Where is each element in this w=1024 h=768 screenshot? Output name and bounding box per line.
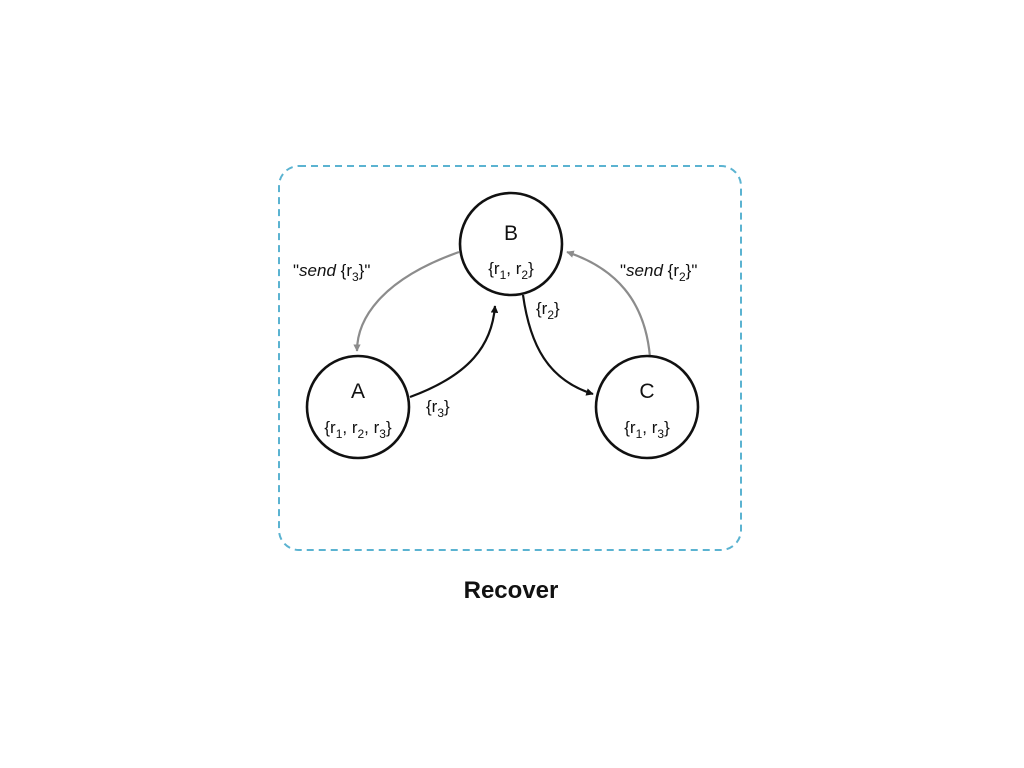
node-b-circle [458,191,564,297]
edge-a-to-b [409,305,499,399]
node-c: C {r1, r3} [594,354,700,460]
edge-label-a-to-b: {r3} [426,397,450,420]
edge-label-b-to-a: "send {r3}" [293,261,370,284]
node-c-circle [594,354,700,460]
edge-c-to-b [566,250,652,358]
node-a-name: A [351,380,365,403]
node-a: A {r1, r2, r3} [305,354,411,460]
node-a-circle [305,354,411,460]
dashed-frame [278,165,742,551]
edge-label-c-to-b: "send {r2}" [620,261,697,284]
node-b-set: {r1, r2} [488,259,534,282]
diagram-caption: Recover [464,577,559,604]
node-c-set: {r1, r3} [624,418,670,441]
node-c-name: C [639,380,654,403]
node-a-set: {r1, r2, r3} [324,418,392,441]
node-b-name: B [504,222,518,245]
edge-b-to-c [521,294,594,396]
edge-label-b-to-c: {r2} [536,299,560,322]
node-b: B {r1, r2} [458,191,564,297]
edge-b-to-a [353,250,460,352]
